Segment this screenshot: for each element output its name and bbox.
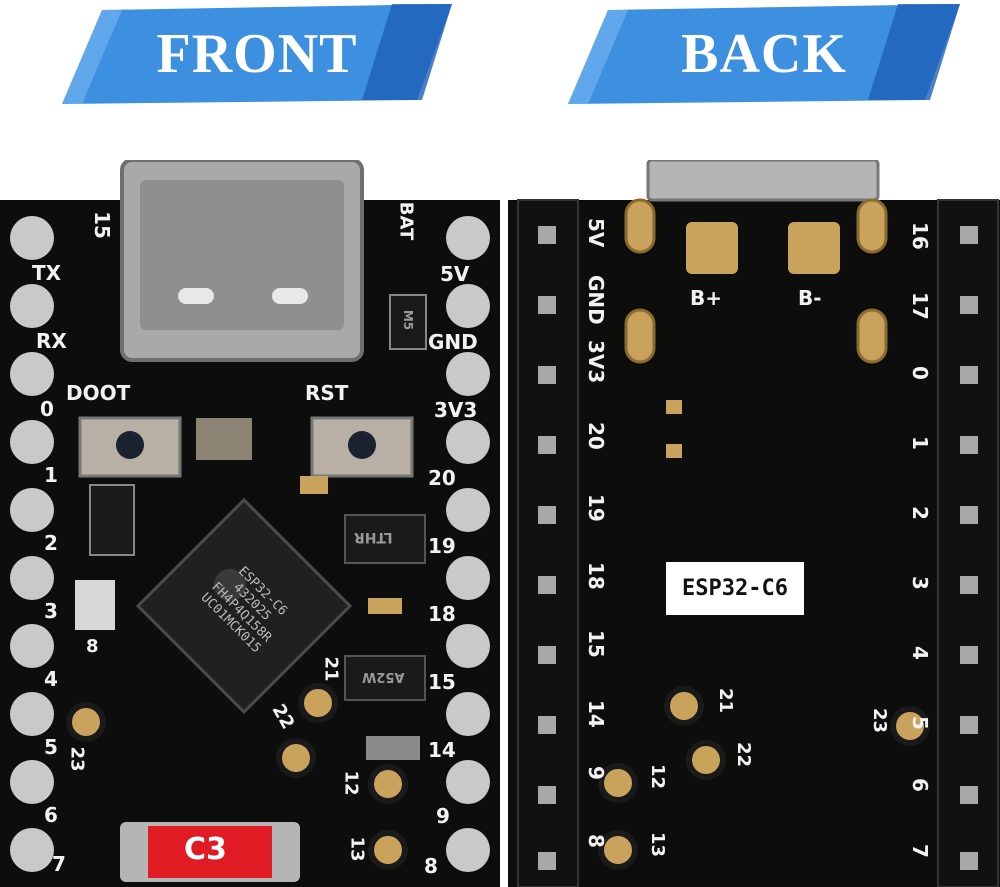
front-left-pin-label: RX bbox=[36, 329, 67, 353]
front-left-pin-label: 7 bbox=[52, 852, 66, 876]
front-left-pin-label: 3 bbox=[44, 599, 58, 623]
c3-logo: C3 bbox=[184, 832, 227, 867]
back-left-pin-label: GND bbox=[584, 275, 608, 325]
back-left-pin-label: 19 bbox=[584, 494, 608, 522]
back-right-pin-label: 17 bbox=[908, 292, 932, 320]
front-left-pin-label: 6 bbox=[44, 803, 58, 827]
front-pin-label-top: 15 bbox=[89, 211, 114, 239]
back-board-graphic bbox=[508, 160, 1000, 887]
back-right-pin-label: 3 bbox=[908, 576, 932, 590]
back-right-pin-label: 6 bbox=[908, 778, 932, 792]
back-pad-label: 23 bbox=[869, 708, 890, 734]
front-left-pin-label: 5 bbox=[44, 735, 58, 759]
back-right-pin-label: 2 bbox=[908, 506, 932, 520]
front-right-pin-label: 9 bbox=[436, 804, 450, 828]
back-board: 5V GND 3V3 20 19 18 15 14 9 8 16 17 0 1 … bbox=[508, 160, 1000, 887]
front-board: 15 TX RX 0 1 2 3 4 5 6 7 BAT 5V GND 3V3 … bbox=[0, 160, 500, 887]
back-right-pin-label: 1 bbox=[908, 436, 932, 450]
front-right-pin-label: 3V3 bbox=[434, 398, 478, 422]
esp32-c6-label: ESP32-C6 bbox=[666, 562, 804, 615]
battery-minus-label: B- bbox=[798, 286, 822, 310]
back-banner-shape bbox=[568, 4, 960, 104]
front-right-pin-label: 19 bbox=[428, 534, 456, 558]
front-right-pin-label: 20 bbox=[428, 466, 456, 490]
back-right-pin-label: 16 bbox=[908, 222, 932, 250]
back-banner-title: BACK bbox=[681, 23, 847, 85]
regulator-marking: LTHR bbox=[354, 529, 393, 545]
front-board-graphic bbox=[0, 160, 500, 887]
front-pad-label: 21 bbox=[320, 656, 342, 682]
front-left-pin-label: TX bbox=[32, 261, 62, 285]
back-left-pin-label: 15 bbox=[584, 630, 608, 658]
front-left-pin-label: 1 bbox=[44, 463, 58, 487]
front-right-pin-label: GND bbox=[428, 330, 478, 354]
front-right-pin-label: 8 bbox=[424, 854, 438, 878]
back-right-pin-label: 7 bbox=[908, 844, 932, 858]
back-left-pin-label: 20 bbox=[584, 422, 608, 450]
front-banner-shape bbox=[62, 4, 452, 104]
front-right-pin-label: 5V bbox=[440, 262, 470, 286]
boot-button-label: DOOT bbox=[66, 381, 131, 405]
front-pad-label: 13 bbox=[346, 836, 368, 862]
front-pad-label: 12 bbox=[340, 770, 362, 796]
front-right-pin-label: BAT bbox=[395, 201, 417, 241]
back-left-pin-label: 5V bbox=[584, 218, 608, 248]
back-pad-label: 22 bbox=[733, 742, 754, 768]
back-left-pin-label: 18 bbox=[584, 562, 608, 590]
back-pad-label: 21 bbox=[715, 688, 736, 714]
back-right-pin-label: 5 bbox=[908, 716, 932, 730]
battery-plus-label: B+ bbox=[690, 286, 723, 310]
back-right-pin-label: 0 bbox=[908, 366, 932, 380]
back-pad-label: 13 bbox=[647, 832, 668, 858]
diode-marking: M5 bbox=[401, 309, 416, 331]
back-pad-label: 12 bbox=[647, 764, 668, 790]
front-pad-label: 8 bbox=[86, 636, 99, 657]
reset-button-label: RST bbox=[305, 381, 349, 405]
front-right-pin-label: 15 bbox=[428, 670, 456, 694]
back-right-pin-label: 4 bbox=[908, 646, 932, 660]
mosfet-marking: A52W bbox=[362, 669, 405, 684]
back-left-pin-label: 8 bbox=[584, 834, 608, 848]
back-left-pin-label: 14 bbox=[584, 700, 608, 728]
back-left-pin-label: 3V3 bbox=[584, 340, 608, 384]
back-left-pin-label: 9 bbox=[584, 766, 608, 780]
front-pad-label: 23 bbox=[66, 746, 88, 772]
front-right-pin-label: 14 bbox=[428, 738, 456, 762]
front-left-pin-label: 0 bbox=[40, 397, 54, 421]
front-right-pin-label: 18 bbox=[428, 602, 456, 626]
front-banner-title: FRONT bbox=[156, 23, 358, 85]
front-left-pin-label: 2 bbox=[44, 531, 58, 555]
front-left-pin-label: 4 bbox=[44, 667, 58, 691]
back-banner: BACK bbox=[568, 4, 960, 104]
front-banner: FRONT bbox=[62, 4, 452, 104]
